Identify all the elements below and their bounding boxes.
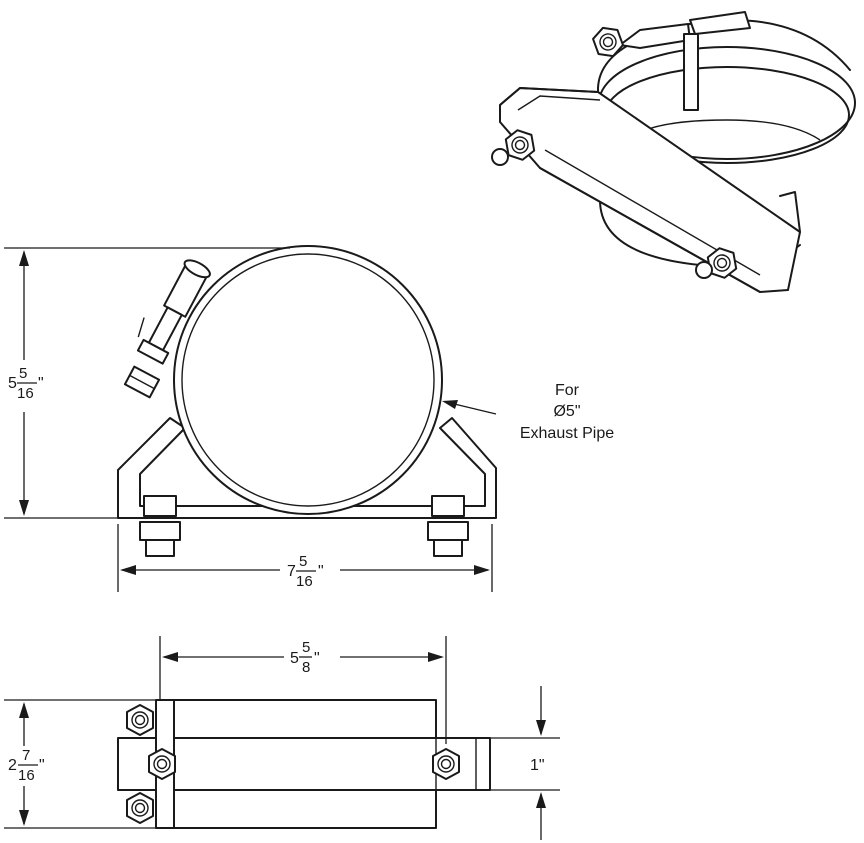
dim-height-top-whole: 2 — [8, 757, 17, 774]
top-view — [117, 699, 491, 829]
dim-height-front-unit: " — [38, 375, 44, 392]
callout-line-1: For — [555, 382, 580, 399]
dim-bolt-span — [159, 636, 447, 744]
dim-width-front-whole: 7 — [287, 563, 296, 580]
dim-bolt-span-whole: 5 — [290, 650, 299, 667]
dim-height-front-whole: 5 — [8, 375, 17, 392]
front-view — [117, 245, 497, 557]
dim-strap-width-label: 1" — [530, 757, 545, 774]
dim-width-front-den: 16 — [296, 573, 313, 590]
dim-height-top-num: 7 — [22, 747, 30, 764]
dim-height-top-den: 16 — [18, 767, 35, 784]
dim-width-front-unit: " — [318, 563, 324, 580]
dim-height-front-den: 16 — [17, 385, 34, 402]
dim-height-top-unit: " — [39, 757, 45, 774]
dim-height-front-num: 5 — [19, 365, 27, 382]
callout-line-3: Exhaust Pipe — [520, 425, 614, 442]
dim-width-front-num: 5 — [299, 553, 307, 570]
dim-bolt-span-unit: " — [314, 650, 320, 667]
callout-leader — [442, 400, 497, 415]
callout-line-2: Ø5" — [553, 403, 580, 420]
isometric-view — [491, 11, 856, 293]
dim-height-front — [4, 247, 290, 519]
dim-bolt-span-den: 8 — [302, 659, 310, 676]
dim-bolt-span-num: 5 — [302, 639, 310, 656]
dim-height-top — [4, 699, 174, 829]
dim-strap-width — [490, 686, 560, 840]
dim-width-front — [117, 524, 493, 592]
